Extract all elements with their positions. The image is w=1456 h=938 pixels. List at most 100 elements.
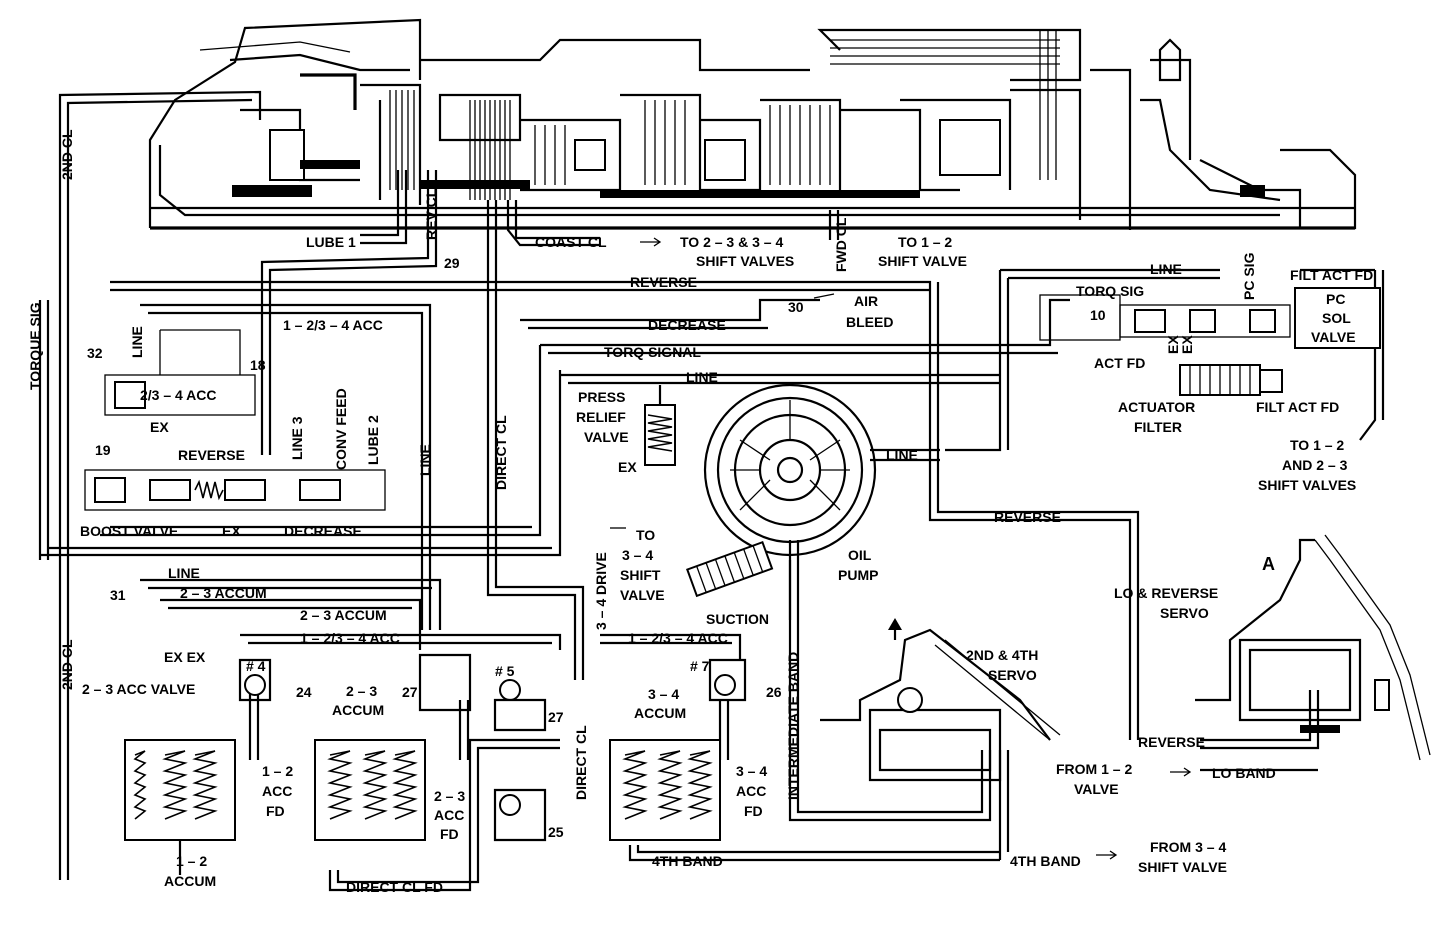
label-reverse-top: REVERSE <box>630 274 697 290</box>
label-23-accum-a: 2 – 3 ACCUM <box>180 585 267 601</box>
label-from-34-a: FROM 3 – 4 <box>1150 839 1226 855</box>
accumulator-34 <box>609 739 721 841</box>
label-25: 25 <box>548 824 564 840</box>
label-to-34-b: 3 – 4 <box>622 547 653 563</box>
label-sol: SOL <box>1322 310 1351 326</box>
label-to-12-23-b: AND 2 – 3 <box>1282 457 1348 473</box>
label-rev-cl: REV CL <box>423 188 439 240</box>
label-2nd-cl-low: 2ND CL <box>59 639 75 690</box>
label-ex-a: EX <box>150 419 169 435</box>
label-direct-cl-fd: DIRECT CL FD <box>346 879 443 895</box>
label-lube2: LUBE 2 <box>365 415 381 465</box>
label-filter: FILTER <box>1134 419 1182 435</box>
accumulator-12 <box>124 739 236 875</box>
label-to-12-b: SHIFT VALVE <box>878 253 967 269</box>
label-valve-pr: VALVE <box>584 429 629 445</box>
label-servo-24-a: 2ND & 4TH <box>966 647 1038 663</box>
label-oil: OIL <box>848 547 872 563</box>
label-acc-fd-34-a: 3 – 4 <box>736 763 767 779</box>
hydraulic-passages <box>38 90 1385 892</box>
label-a: A <box>1262 554 1275 574</box>
label-accum-12-a: 1 – 2 <box>176 853 207 869</box>
label-to-34-c: SHIFT <box>620 567 661 583</box>
label-31: 31 <box>110 587 126 603</box>
label-reverse-right: REVERSE <box>994 509 1061 525</box>
label-servo-24-b: SERVO <box>988 667 1037 683</box>
label-to-34-d: VALVE <box>620 587 665 603</box>
label-line-b: LINE <box>417 444 433 476</box>
label-valve-pc: VALVE <box>1311 329 1356 345</box>
label-conv-feed: CONV FEED <box>333 388 349 470</box>
label-27a: 27 <box>402 684 418 700</box>
diagram-labels: LUBE 1 REV CL 29 COAST CL TO 2 – 3 & 3 –… <box>27 129 1373 895</box>
accumulator-23 <box>314 739 426 841</box>
label-accum-34-b: ACCUM <box>634 705 686 721</box>
label-acc-fd-23-c: FD <box>440 826 459 842</box>
label-pump: PUMP <box>838 567 878 583</box>
label-34-drive: 3 – 4 DRIVE <box>593 552 609 630</box>
label-decrease-low: DECREASE <box>284 523 362 539</box>
label-coast-cl: COAST CL <box>535 234 607 250</box>
label-23-acc-valve: 2 – 3 ACC VALVE <box>82 681 195 697</box>
label-ck4: # 4 <box>246 658 266 674</box>
label-lo-rev: LO & REVERSE <box>1114 585 1218 601</box>
label-acc-fd-23-a: 2 – 3 <box>434 788 465 804</box>
label-reverse-low: REVERSE <box>1138 734 1205 750</box>
label-line-a: LINE <box>129 326 145 358</box>
label-4th-band-b: 4TH BAND <box>1010 853 1081 869</box>
label-234-acc: 2/3 – 4 ACC <box>140 387 217 403</box>
label-ck5: # 5 <box>495 663 515 679</box>
label-accum-34-a: 3 – 4 <box>648 686 679 702</box>
label-from-12-a: FROM 1 – 2 <box>1056 761 1132 777</box>
label-18: 18 <box>250 357 266 373</box>
label-to-34-a: TO <box>636 527 655 543</box>
label-filt-act-fd-low: FILT ACT FD <box>1256 399 1339 415</box>
label-line-low: LINE <box>168 565 200 581</box>
servo-2nd-4th <box>820 618 1061 782</box>
label-1234-acc-top: 1 – 2/3 – 4 ACC <box>283 317 383 333</box>
label-accum-23-b: ACCUM <box>332 702 384 718</box>
label-pc-sig: PC SIG <box>1241 252 1257 300</box>
label-line-mid: LINE <box>686 369 718 385</box>
label-ck7: # 7 <box>690 658 710 674</box>
label-to-12-23-a: TO 1 – 2 <box>1290 437 1344 453</box>
label-24: 24 <box>296 684 312 700</box>
label-bleed: BLEED <box>846 314 893 330</box>
oil-pump <box>686 383 877 598</box>
label-to-12-23-c: SHIFT VALVES <box>1258 477 1356 493</box>
label-pc: PC <box>1326 291 1345 307</box>
check-balls <box>238 653 747 842</box>
label-relief: RELIEF <box>576 409 626 425</box>
press-relief-valve <box>644 385 676 466</box>
label-fwd-cl: FWD CL <box>833 217 849 272</box>
label-10: 10 <box>1090 307 1106 323</box>
label-19: 19 <box>95 442 111 458</box>
label-acc-fd-12-b: ACC <box>262 783 292 799</box>
label-act-fd: ACT FD <box>1094 355 1145 371</box>
label-23-accum-b: 2 – 3 ACCUM <box>300 607 387 623</box>
label-decrease-top: DECREASE <box>648 317 726 333</box>
label-direct-cl-vert: DIRECT CL <box>493 415 509 490</box>
label-air: AIR <box>854 293 878 309</box>
label-from-34-b: SHIFT VALVE <box>1138 859 1227 875</box>
label-servo-lr: SERVO <box>1160 605 1209 621</box>
label-32: 32 <box>87 345 103 361</box>
label-27b: 27 <box>548 709 564 725</box>
pc-solenoid-valve <box>1039 287 1381 349</box>
lo-reverse-servo <box>1195 534 1431 761</box>
label-acc-fd-34-c: FD <box>744 803 763 819</box>
label-ex-ex: EX EX <box>164 649 206 665</box>
label-lube1: LUBE 1 <box>306 234 356 250</box>
flow-arrows <box>610 237 1192 860</box>
label-line-r: LINE <box>1150 261 1182 277</box>
boost-valve-assembly <box>84 329 386 511</box>
label-29: 29 <box>444 255 460 271</box>
label-suction: SUCTION <box>706 611 769 627</box>
label-acc-fd-12-a: 1 – 2 <box>262 763 293 779</box>
label-torq-sig-r: TORQ SIG <box>1076 283 1144 299</box>
label-accum-23-a: 2 – 3 <box>346 683 377 699</box>
label-torq-signal: TORQ SIGNAL <box>604 344 701 360</box>
label-acc-fd-34-b: ACC <box>736 783 766 799</box>
label-acc-fd-23-b: ACC <box>434 807 464 823</box>
label-to-23-34-b: SHIFT VALVES <box>696 253 794 269</box>
